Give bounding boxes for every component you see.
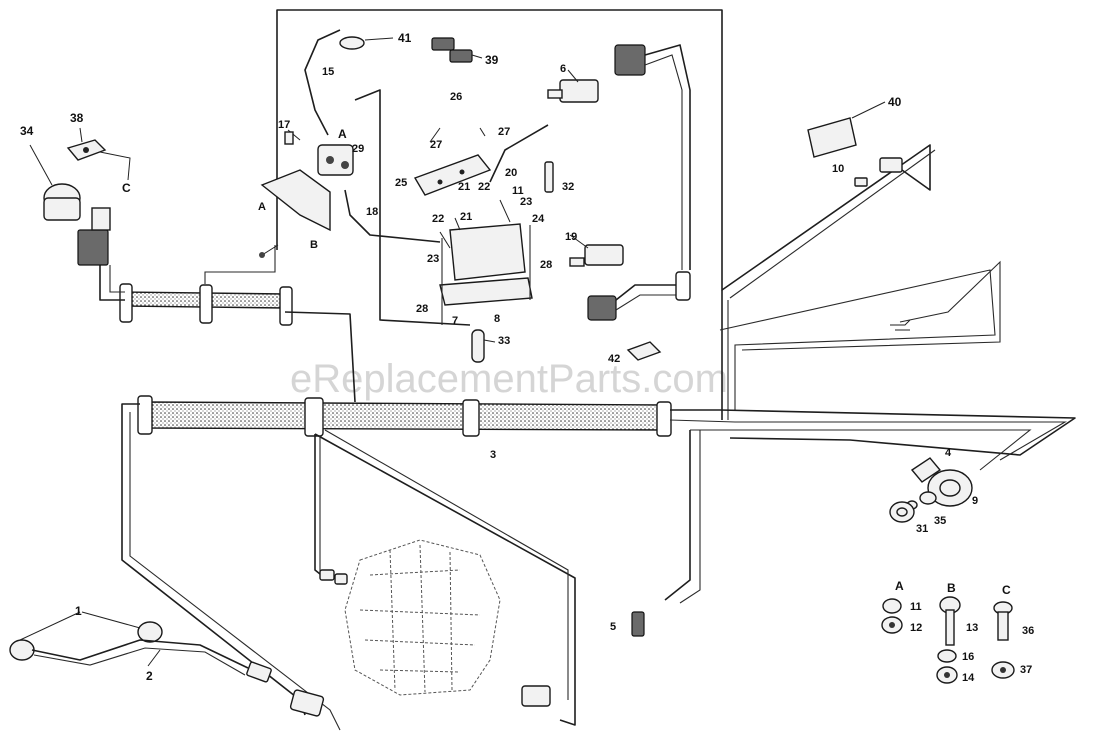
- callout-b-left: B: [310, 239, 318, 251]
- harness-clamp: [199, 284, 213, 324]
- callout-1: 1: [75, 604, 82, 618]
- callout-a-left: A: [258, 201, 266, 213]
- callout-19: 19: [565, 231, 577, 243]
- connector-10: [854, 157, 903, 187]
- callout-38: 38: [70, 111, 84, 125]
- key-switch-assembly: [889, 457, 973, 523]
- starter-solenoid-29: [260, 89, 471, 326]
- callout-40: 40: [888, 95, 902, 109]
- callout-5: 5: [610, 621, 616, 633]
- fuse-holder-6: [547, 44, 691, 270]
- battery-24: [439, 199, 533, 325]
- callout-16: 16: [962, 651, 974, 663]
- harness-clamp: [137, 395, 153, 435]
- callout-b-hardware: B: [947, 581, 956, 595]
- harness-clamp: [279, 286, 293, 326]
- callout-8: 8: [494, 313, 500, 325]
- callout-31: 31: [916, 523, 928, 535]
- terminal-covers: [431, 37, 483, 63]
- callout-10: 10: [832, 163, 844, 175]
- upper-frame-wires: [276, 9, 1001, 420]
- engine-outline: [344, 539, 501, 696]
- callout-25: 25: [395, 177, 407, 189]
- mounting-bracket: [66, 127, 131, 181]
- callout-2: 2: [146, 669, 153, 683]
- callout-29: 29: [352, 143, 364, 155]
- callout-33: 33: [498, 335, 510, 347]
- callout-labels: 34 38 C 41 39 15 17 A 29 A B 18 26 27 27…: [20, 31, 1034, 684]
- callout-7: 7: [452, 315, 458, 327]
- upper-left-harness: [99, 245, 356, 403]
- harness-clamp: [119, 283, 133, 323]
- harness-clamp: [656, 401, 672, 437]
- callout-36: 36: [1022, 625, 1034, 637]
- callout-24: 24: [532, 213, 545, 225]
- callout-35: 35: [934, 515, 946, 527]
- clip-42: [626, 341, 662, 361]
- decal-40: [807, 101, 886, 158]
- callout-23-lower: 23: [427, 253, 439, 265]
- fuse-holder-19: [569, 234, 624, 267]
- pin-32: [544, 161, 554, 193]
- callout-27-left: 27: [430, 139, 442, 151]
- callout-37: 37: [1020, 664, 1032, 676]
- callout-34: 34: [20, 124, 34, 138]
- callout-28-left: 28: [416, 303, 428, 315]
- callout-22-lower: 22: [432, 213, 444, 225]
- callout-c-hardware: C: [1002, 583, 1011, 597]
- battery-cover-25: [413, 124, 549, 196]
- callout-a-upper: A: [338, 127, 347, 141]
- callout-15: 15: [322, 66, 334, 78]
- callout-39: 39: [485, 53, 499, 67]
- watermark-text: eReplacementParts.com: [290, 357, 728, 401]
- callout-41: 41: [398, 31, 412, 45]
- callout-27-right: 27: [498, 126, 510, 138]
- callout-28-right: 28: [540, 259, 552, 271]
- callout-42: 42: [608, 353, 620, 365]
- lower-frame-wires: [121, 403, 701, 731]
- callout-18: 18: [366, 206, 378, 218]
- callout-12: 12: [910, 622, 922, 634]
- harness-clamp: [462, 399, 480, 437]
- callout-a-hardware: A: [895, 579, 904, 593]
- callout-20: 20: [505, 167, 517, 179]
- callout-17: 17: [278, 119, 290, 131]
- hardware-set: [881, 596, 1015, 684]
- callout-6: 6: [560, 63, 566, 75]
- callout-32: 32: [562, 181, 574, 193]
- callout-4: 4: [945, 447, 952, 459]
- cable-18: [344, 189, 441, 243]
- cable-15: [304, 29, 394, 136]
- main-harness: [137, 395, 1076, 471]
- callout-c-upper: C: [122, 181, 131, 195]
- bracket-5: [631, 611, 645, 637]
- ignition-coil: [29, 144, 111, 266]
- callout-9: 9: [972, 495, 978, 507]
- callout-11-upper: 11: [512, 185, 524, 197]
- callout-11-lower: 11: [910, 601, 922, 613]
- callout-21-lower: 21: [460, 211, 472, 223]
- callout-3: 3: [490, 449, 496, 461]
- callout-26: 26: [450, 91, 462, 103]
- callout-21-upper: 21: [458, 181, 470, 193]
- callout-14: 14: [962, 672, 975, 684]
- lamp-harness: [9, 611, 272, 683]
- pin-33: [471, 329, 496, 363]
- lower-connectors: [289, 569, 551, 717]
- callout-22-upper: 22: [478, 181, 490, 193]
- ground-terminal: [259, 244, 911, 331]
- harness-clamp: [304, 397, 324, 437]
- callout-13: 13: [966, 622, 978, 634]
- callout-23-upper: 23: [520, 196, 532, 208]
- connector-plug: [587, 271, 691, 321]
